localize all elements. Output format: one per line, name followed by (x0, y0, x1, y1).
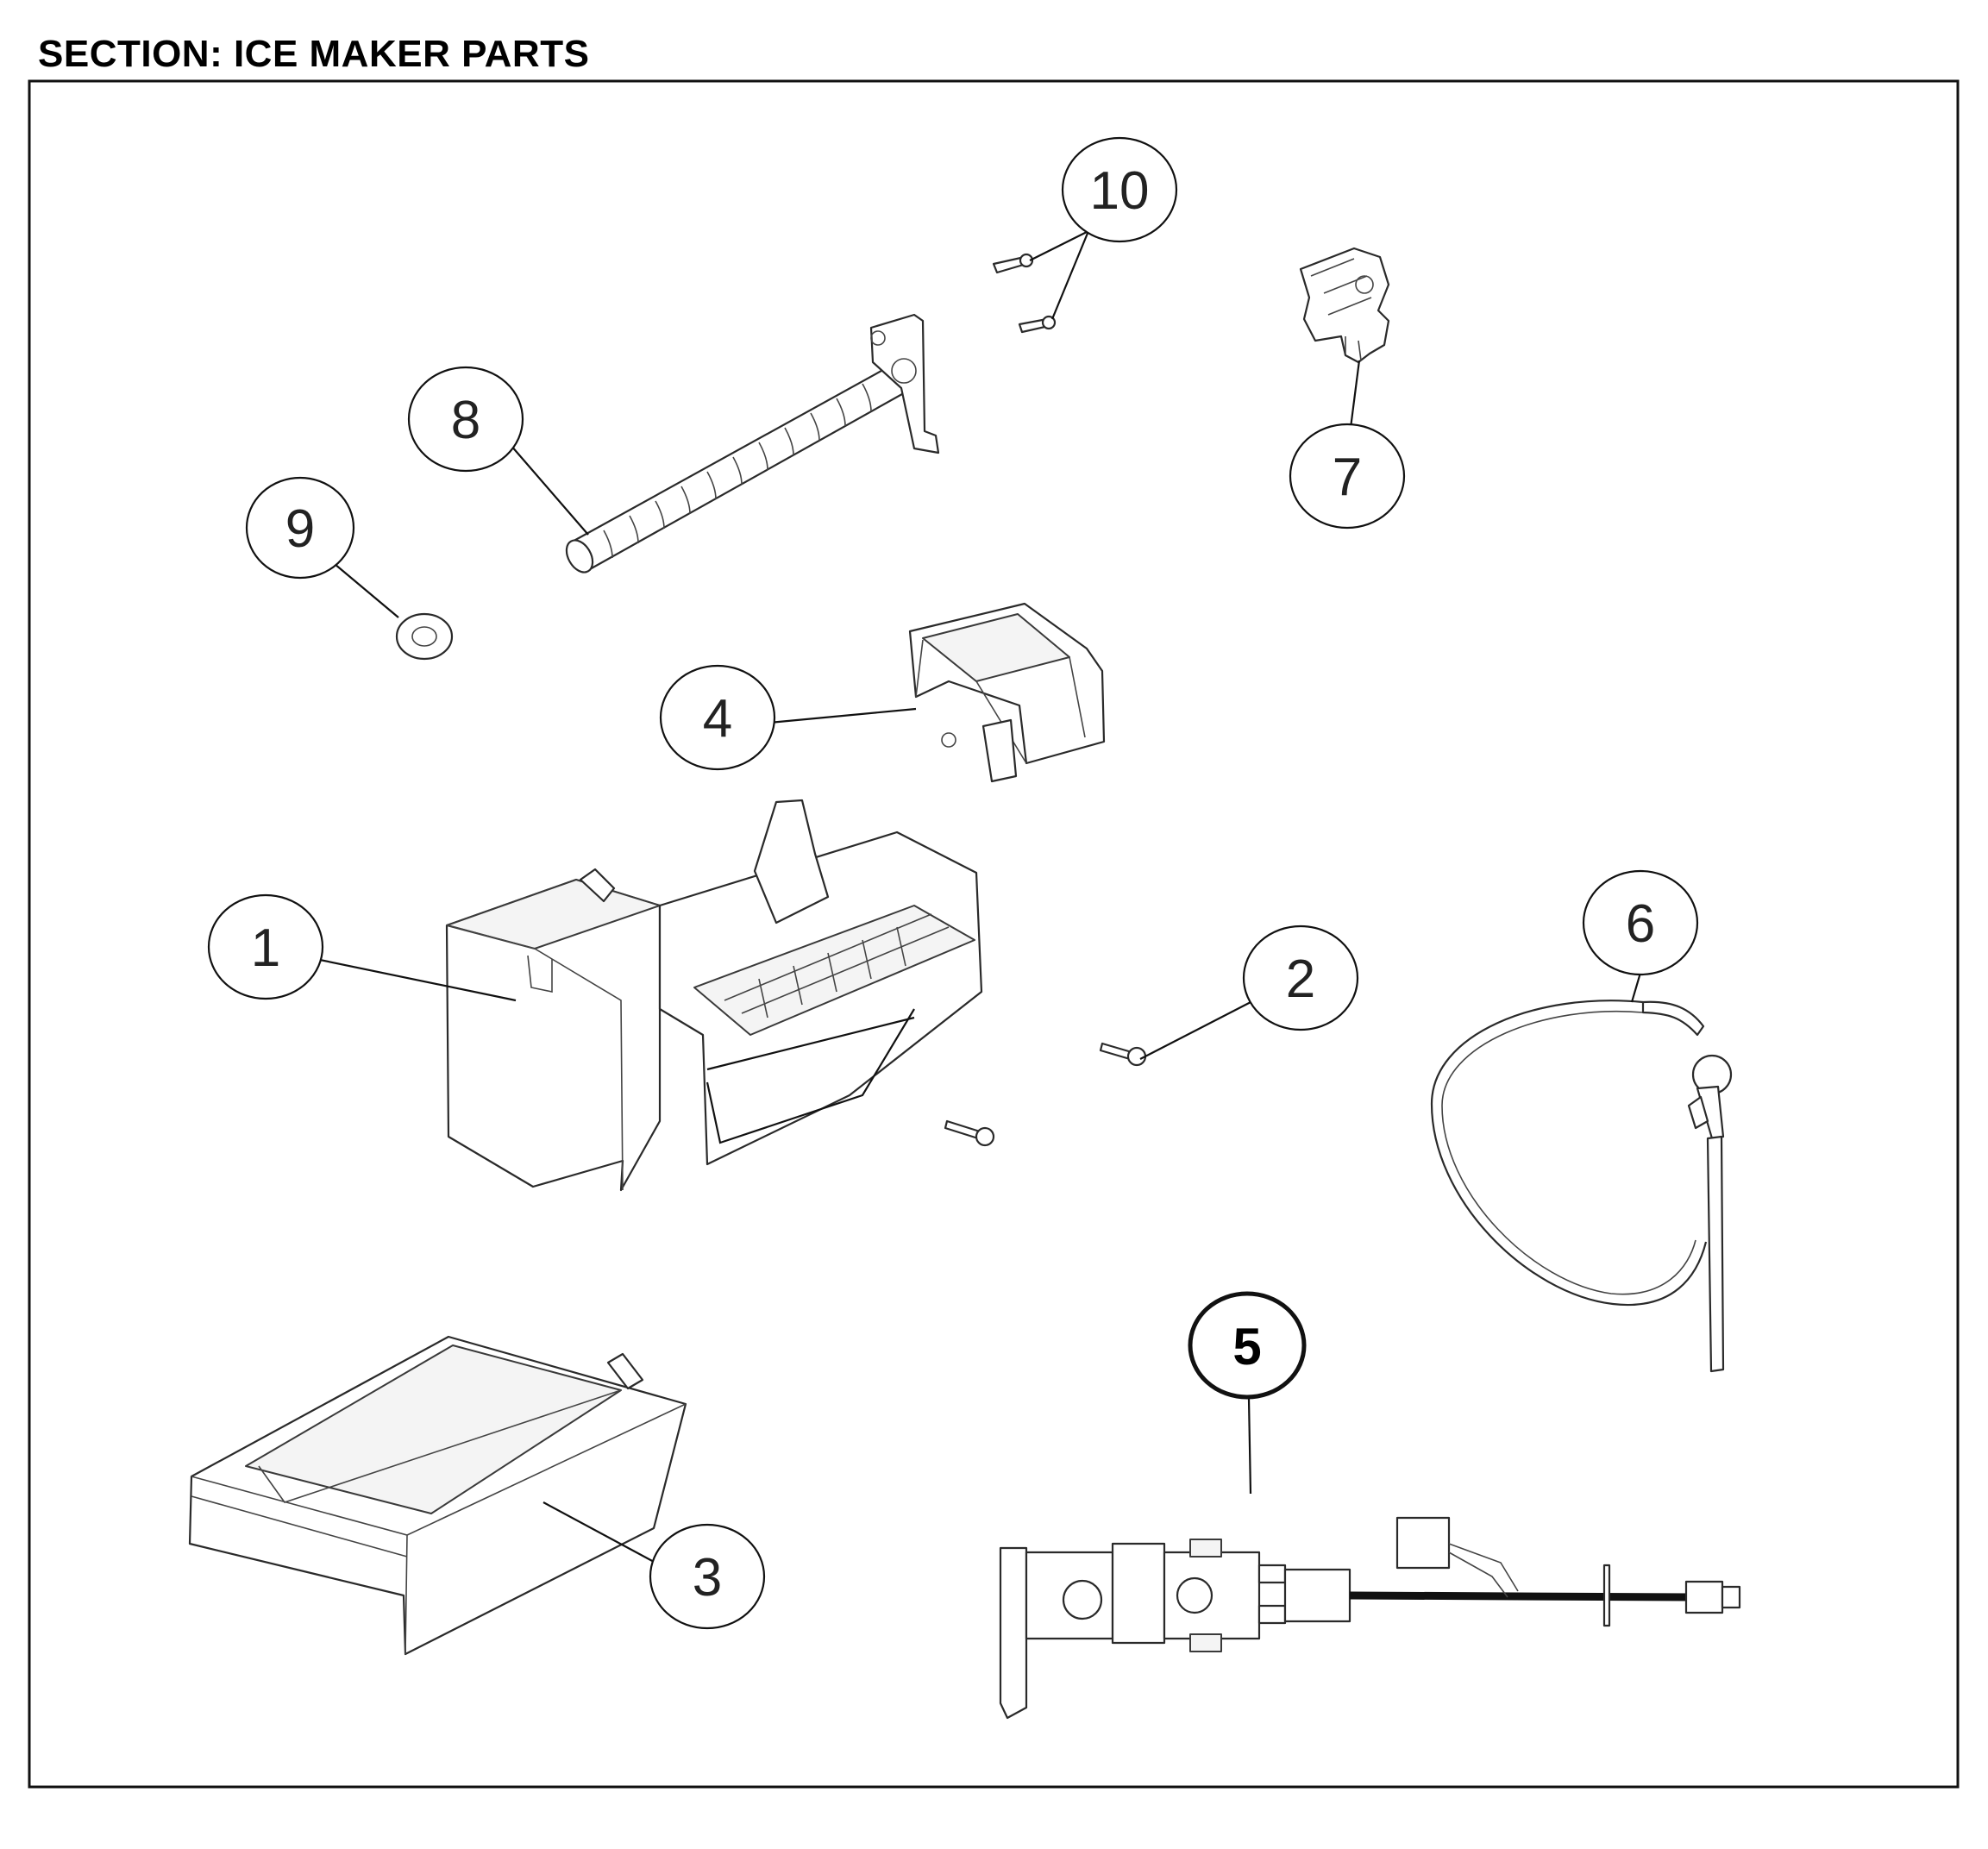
part-3-ice-bucket (188, 1335, 687, 1656)
leader-10b (1050, 230, 1090, 320)
callout-10: 10 (1061, 136, 1178, 243)
callout-2: 2 (1242, 924, 1359, 1031)
callout-5-label: 5 (1232, 1318, 1261, 1376)
callout-8: 8 (407, 366, 524, 473)
part-9-washer (395, 612, 454, 661)
callout-4: 4 (659, 664, 776, 771)
leader-4 (768, 707, 917, 724)
callout-8-label: 8 (451, 391, 480, 450)
callout-3-label: 3 (693, 1548, 722, 1608)
callout-6: 6 (1582, 869, 1699, 976)
leader-5 (1247, 1398, 1252, 1495)
callout-1: 1 (207, 893, 324, 1000)
part-5-water-valve (999, 1516, 1741, 1720)
leader-1 (315, 957, 517, 1002)
part-8-ejector-shaft (565, 313, 940, 574)
part-4-chute (908, 602, 1106, 783)
leader-lines (315, 230, 1642, 1564)
callout-3: 3 (649, 1523, 766, 1630)
diagram-frame (28, 79, 1960, 1789)
leader-10a (1029, 230, 1089, 261)
section-title: SECTION: ICE MAKER PARTS (38, 33, 590, 75)
part-6-wire-harness (1430, 1000, 1733, 1373)
part-2-screws (944, 1042, 1147, 1147)
part-1-ice-maker (445, 799, 983, 1192)
leader-3 (542, 1501, 656, 1564)
callout-4-label: 4 (703, 689, 732, 749)
callout-6-label: 6 (1626, 894, 1655, 954)
part-7-switch (1299, 247, 1390, 364)
callout-2-label: 2 (1286, 950, 1315, 1009)
leader-2 (1139, 1000, 1255, 1060)
callout-10-label: 10 (1090, 161, 1150, 221)
leader-9 (334, 563, 399, 618)
callout-9: 9 (245, 476, 355, 580)
leader-8 (510, 444, 589, 536)
callout-7: 7 (1289, 423, 1406, 530)
callout-7-label: 7 (1333, 448, 1362, 507)
callout-9-label: 9 (285, 499, 315, 559)
callout-1-label: 1 (251, 918, 280, 978)
leader-7 (1349, 360, 1361, 429)
callout-5: 5 (1188, 1291, 1307, 1400)
part-10-screws (992, 253, 1057, 334)
leader-6 (1630, 972, 1642, 1003)
